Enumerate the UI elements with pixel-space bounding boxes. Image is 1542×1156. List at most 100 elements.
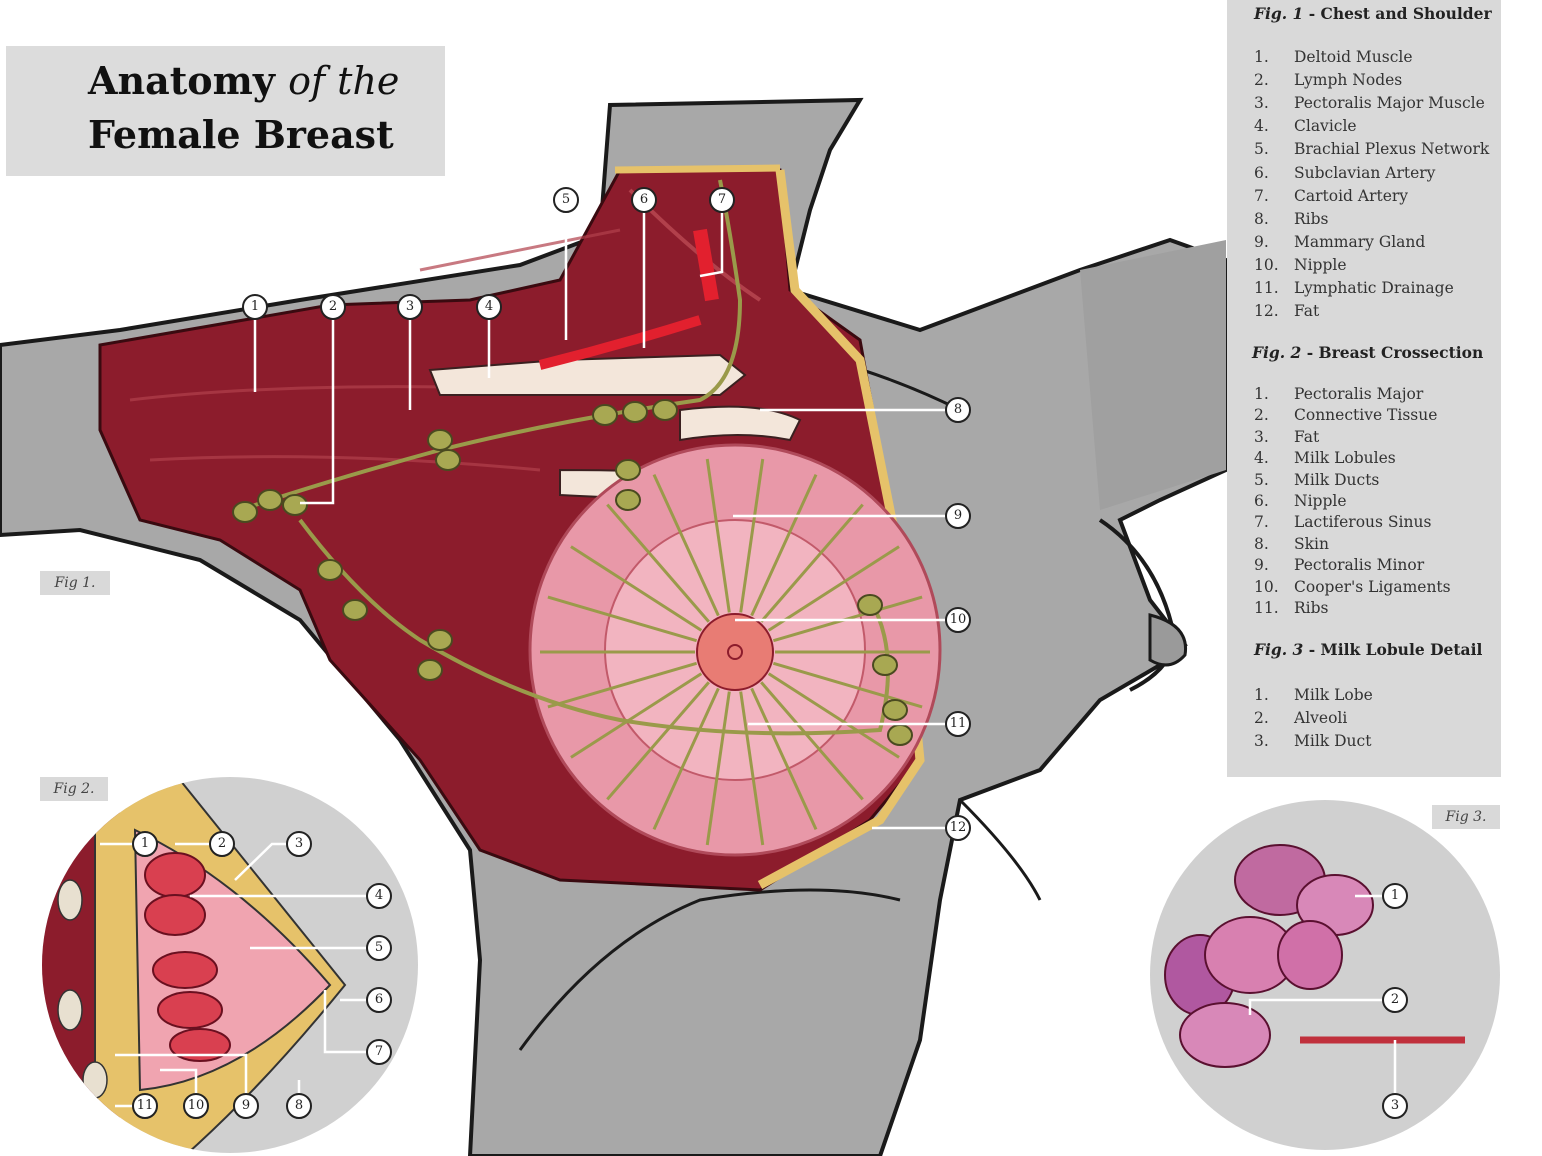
legend-item: 7.Lactiferous Sinus [1254,513,1431,531]
milk-duct [739,458,765,613]
fig2-tag: Fig 2. [40,777,108,801]
fig3-tag: Fig 3. [1432,805,1500,829]
legend-item: 8. Ribs [1254,210,1329,228]
lymph-node [857,594,883,616]
milk-duct [570,545,703,632]
legend-item-label: Brachial Plexus Network [1294,140,1490,159]
legend-item-number: 7. [1254,186,1269,205]
milk-duct [760,503,864,623]
arm-right [1080,240,1226,510]
milk-duct [547,661,698,709]
legend-item: 1.Deltoid Muscle [1254,48,1413,66]
title-word-of-the: of the [288,59,400,103]
legend-fig3-title: - Milk Lobule Detail [1303,640,1483,659]
lymph-node [592,404,618,426]
legend-fig1-num: Fig. 1 [1254,4,1304,23]
lymph-node [257,489,283,511]
lymph-node [652,399,678,421]
fig1-callout-10: 10 [945,607,971,633]
legend-item-label: Lactiferous Sinus [1294,513,1432,532]
legend-item-label: Milk Duct [1294,732,1372,750]
lymph-node [615,489,641,511]
lymph-node [435,449,461,471]
fig2-callout-3: 3 [286,831,312,857]
fig2-callout-5: 5 [366,935,392,961]
legend-item-label: Milk Ducts [1294,470,1380,489]
legend-fig3-num: Fig. 3 [1254,640,1304,659]
legend-item-number: 5. [1254,140,1269,159]
fig1-callout-1: 1 [242,294,268,320]
fig3-callout-2: 2 [1382,987,1408,1013]
milk-duct [606,503,710,623]
lymph-node [427,429,453,451]
legend-item: 2.Alveoli [1254,709,1347,727]
legend-item: 5.Milk Ducts [1254,471,1379,489]
subclavian-artery [538,315,702,370]
legend-item-label: Fat [1294,302,1320,321]
milk-duct [739,691,765,846]
legend-fig1-heading: Fig. 1 - Chest and Shoulder [1254,4,1492,23]
milk-duct [547,595,698,643]
fig3-callout-3: 3 [1382,1093,1408,1119]
milk-duct-network [540,458,930,846]
lymph-node [282,494,308,516]
lymph-node [882,699,908,721]
legend-item-number: 11. [1254,279,1279,297]
lymph-node [342,599,368,621]
fig1-callout-12: 12 [945,815,971,841]
legend-item: 3.Pectoralis Major Muscle [1254,94,1485,112]
legend-item-label: Pectoralis Major Muscle [1294,94,1485,113]
fig3-leader-2 [1248,998,1395,1015]
fig2-callout-2: 2 [209,831,235,857]
milk-duct [705,458,731,613]
legend-item-label: Subclavian Artery [1294,163,1436,182]
legend-item-label: Clavicle [1294,117,1357,136]
lymph-node [887,724,913,746]
fig2-leader-7 [323,990,379,1054]
legend-fig2-heading: Fig. 2 - Breast Crossection [1252,343,1483,362]
milk-duct [767,545,900,632]
legend-item-number: 11. [1254,599,1279,617]
milk-duct [652,687,720,831]
fig1-callout-3: 3 [397,294,423,320]
legend-item-label: Milk Lobules [1294,449,1396,468]
legend-item-number: 10. [1254,255,1279,274]
legend-item-label: Ribs [1294,209,1329,228]
legend-item-label: Alveoli [1294,709,1348,727]
fig1-callout-8: 8 [945,397,971,423]
legend-item: 9.Pectoralis Minor [1254,556,1424,574]
legend-item: 3.Milk Duct [1254,732,1371,750]
legend-item-number: 10. [1254,577,1279,596]
legend-item: 10. Cooper's Ligaments [1254,578,1451,596]
legend-item-label: Cooper's Ligaments [1294,577,1451,596]
legend-item-label: Lymphatic Drainage [1294,279,1454,297]
milk-duct [767,672,900,759]
legend-item-number: 6. [1254,492,1269,510]
fig2-callout-9: 9 [233,1093,259,1119]
legend-panel: Fig. 1 - Chest and Shoulder 1.Deltoid Mu… [1227,0,1501,777]
legend-item-label: Ribs [1294,599,1329,617]
legend-item-label: Deltoid Muscle [1294,48,1413,66]
legend-item-label: Pectoralis Major [1294,385,1424,403]
legend-item-number: 1. [1254,385,1269,403]
title-line-1: Anatomy of the [88,58,399,103]
legend-item-number: 8. [1254,209,1269,228]
fig1-leader-7 [699,200,724,278]
fig2-callout-1: 1 [132,831,158,857]
fig1-callout-9: 9 [945,503,971,529]
lymph-node [622,401,648,423]
legend-item-number: 4. [1254,117,1269,136]
legend-item-label: Cartoid Artery [1294,186,1409,205]
fig3-callout-1: 1 [1382,883,1408,909]
fig1-callout-6: 6 [631,187,657,213]
fig2-crosssection [42,777,347,1153]
fig2-callout-4: 4 [366,883,392,909]
legend-item: 6.Nipple [1254,492,1347,510]
lymph-node [615,459,641,481]
legend-item-label: Pectoralis Minor [1294,556,1425,575]
legend-item: 12.Fat [1254,302,1319,320]
milk-duct [750,473,818,617]
lymph-node [872,654,898,676]
legend-item-number: 9. [1254,232,1269,251]
